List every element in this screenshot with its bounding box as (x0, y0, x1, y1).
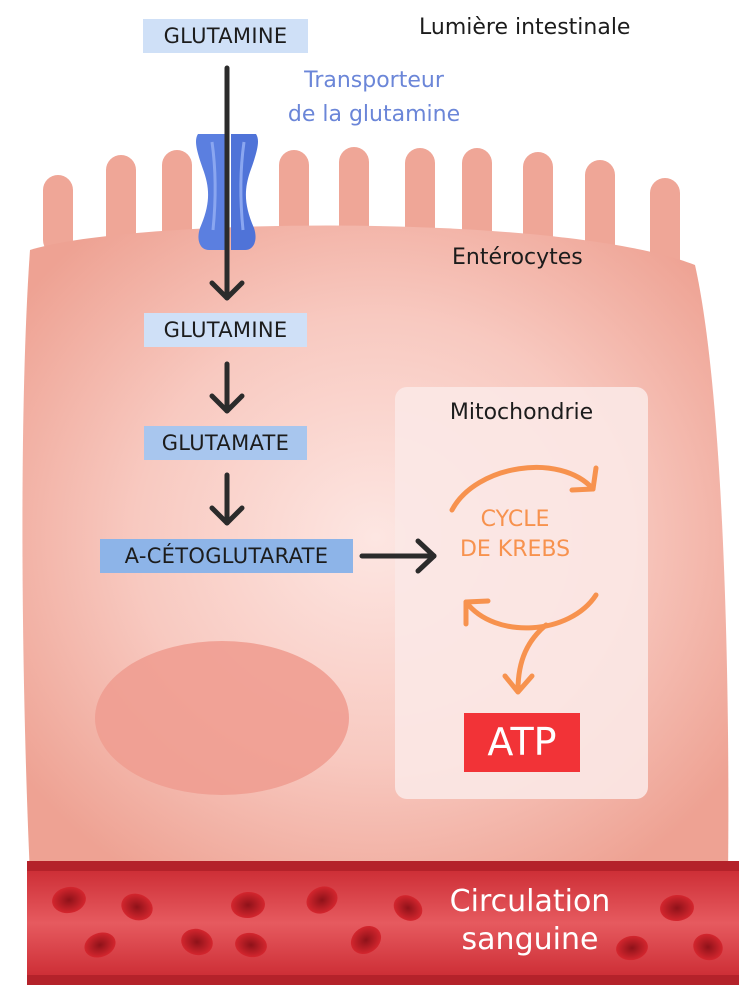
glutamate-label: GLUTAMATE (144, 426, 307, 460)
mitochondria-label: Mitochondrie (449, 400, 594, 425)
transporter-label-line1: Transporteur (304, 68, 444, 93)
red-blood-cells (52, 886, 723, 961)
nucleus (95, 641, 349, 795)
blood-circulation-label: Circulation sanguine (420, 883, 640, 959)
transporter-label: Transporteur de la glutamine (262, 64, 486, 132)
krebs-cycle-label-line1: CYCLE (480, 507, 550, 532)
glutamine-cell-label: GLUTAMINE (144, 313, 307, 347)
pathway-arrows (209, 65, 437, 574)
alpha-ketoglutarate-label: A-CÉTOGLUTARATE (100, 539, 353, 573)
krebs-cycle-label: CYCLE DE KREBS (440, 505, 590, 565)
blood-circulation-label-line1: Circulation (449, 884, 611, 919)
atp-label: ATP (487, 720, 557, 764)
blood-circulation-label-line2: sanguine (461, 922, 599, 957)
atp-box (464, 713, 580, 772)
enterocytes-label: Entérocytes (452, 245, 583, 270)
transporter-label-line2: de la glutamine (287, 102, 461, 127)
krebs-cycle-label-line2: DE KREBS (459, 537, 571, 562)
glutamine-lumen-label: GLUTAMINE (143, 19, 308, 53)
blood-vessel (27, 861, 739, 985)
glutamine-transporter-icon (196, 134, 258, 250)
krebs-cycle-arrows (449, 465, 599, 695)
lumen-label: Lumière intestinale (419, 15, 631, 40)
